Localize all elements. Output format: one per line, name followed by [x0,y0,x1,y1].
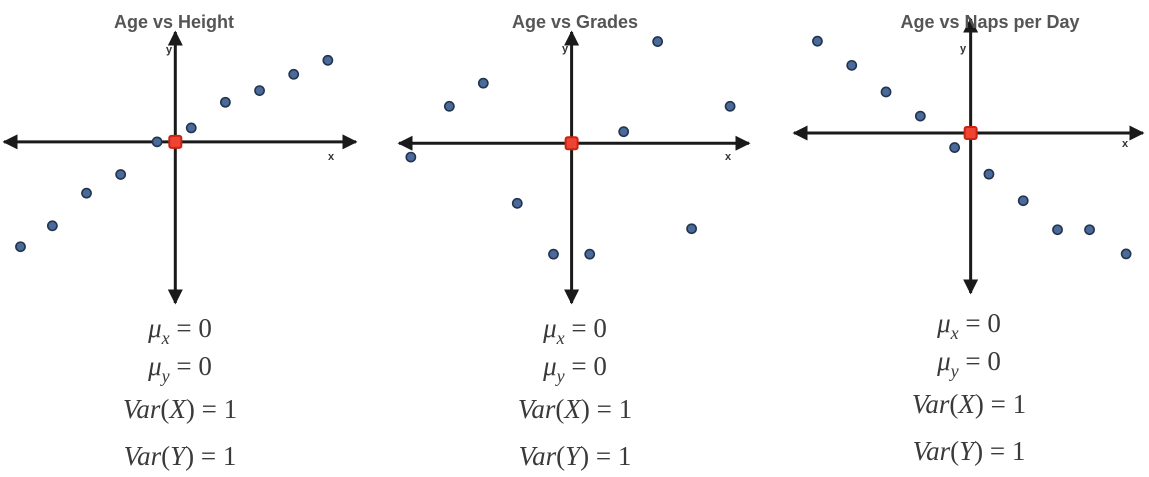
mu-x-chart-3: μx = 0 [937,308,1001,343]
data-point [1052,224,1063,236]
y-axis-label: y [562,43,569,55]
mu-x-value-3: 0 [987,308,1001,338]
scatter-chart-1: x y Age vs Height [2,12,358,305]
data-point [477,77,489,89]
data-point [185,122,197,134]
y-axis-label: y [960,43,967,55]
data-point [254,85,265,96]
data-point [288,68,300,80]
data-point [443,100,455,112]
mu-x-value-2: 0 [593,313,607,343]
mu-y-value-1: 0 [198,351,212,381]
x-axis-label: x [725,151,732,163]
var-x-chart-3: Var(X) = 1 [911,389,1027,419]
mean-marker [168,134,183,149]
data-point [151,136,163,148]
mu-x-value-1: 0 [198,313,212,343]
mean-marker [564,136,579,151]
var-y-value-2: 1 [617,441,632,471]
mu-y-chart-3: μy = 0 [937,346,1001,381]
chart-title: Age vs Naps per Day [900,12,1079,32]
mean-marker [963,126,978,141]
data-point [618,126,630,138]
data-point [405,151,417,163]
data-point [812,35,823,47]
var-x-value-2: 1 [618,394,633,424]
y-axis-label: y [166,44,173,56]
mu-x-chart-2: μx = 0 [543,313,607,348]
data-point [652,36,664,47]
data-point [115,169,127,180]
data-point [880,86,892,98]
data-point [322,54,334,66]
data-point [584,248,596,260]
x-axis-label: x [328,151,335,163]
data-point [548,248,559,260]
mu-y-chart-2: μy = 0 [543,351,607,386]
mu-y-chart-1: μy = 0 [148,351,212,386]
data-point [1120,248,1132,260]
data-point [846,59,858,71]
var-x-chart-1: Var(X) = 1 [122,394,238,424]
data-point [983,168,995,180]
var-y-value-1: 1 [222,441,237,471]
data-point [1017,195,1029,207]
var-y-chart-2: Var(Y) = 1 [518,441,632,471]
scatter-chart-2: x y Age vs Grades [397,12,751,305]
var-y-chart-3: Var(Y) = 1 [912,436,1026,466]
data-point [949,142,961,153]
data-point [686,223,698,235]
data-point [46,220,58,232]
var-x-chart-2: Var(X) = 1 [517,394,633,424]
var-x-value-1: 1 [223,394,238,424]
var-y-chart-1: Var(Y) = 1 [123,441,237,471]
data-point [15,241,26,253]
x-axis-label: x [1122,138,1129,150]
data-point [914,110,926,122]
mu-y-value-2: 0 [593,351,607,381]
chart-title: Age vs Height [114,12,234,32]
chart-title: Age vs Grades [512,12,638,32]
data-point [724,100,736,112]
data-point [219,96,231,108]
mu-y-value-3: 0 [987,346,1001,376]
data-point [511,197,523,209]
scatter-chart-3: x y Age vs Naps per Day [792,12,1145,295]
data-point [81,187,92,199]
var-x-value-3: 1 [1012,389,1027,419]
var-y-value-3: 1 [1011,436,1026,466]
data-point [1084,224,1095,236]
mu-x-chart-1: μx = 0 [148,313,212,348]
